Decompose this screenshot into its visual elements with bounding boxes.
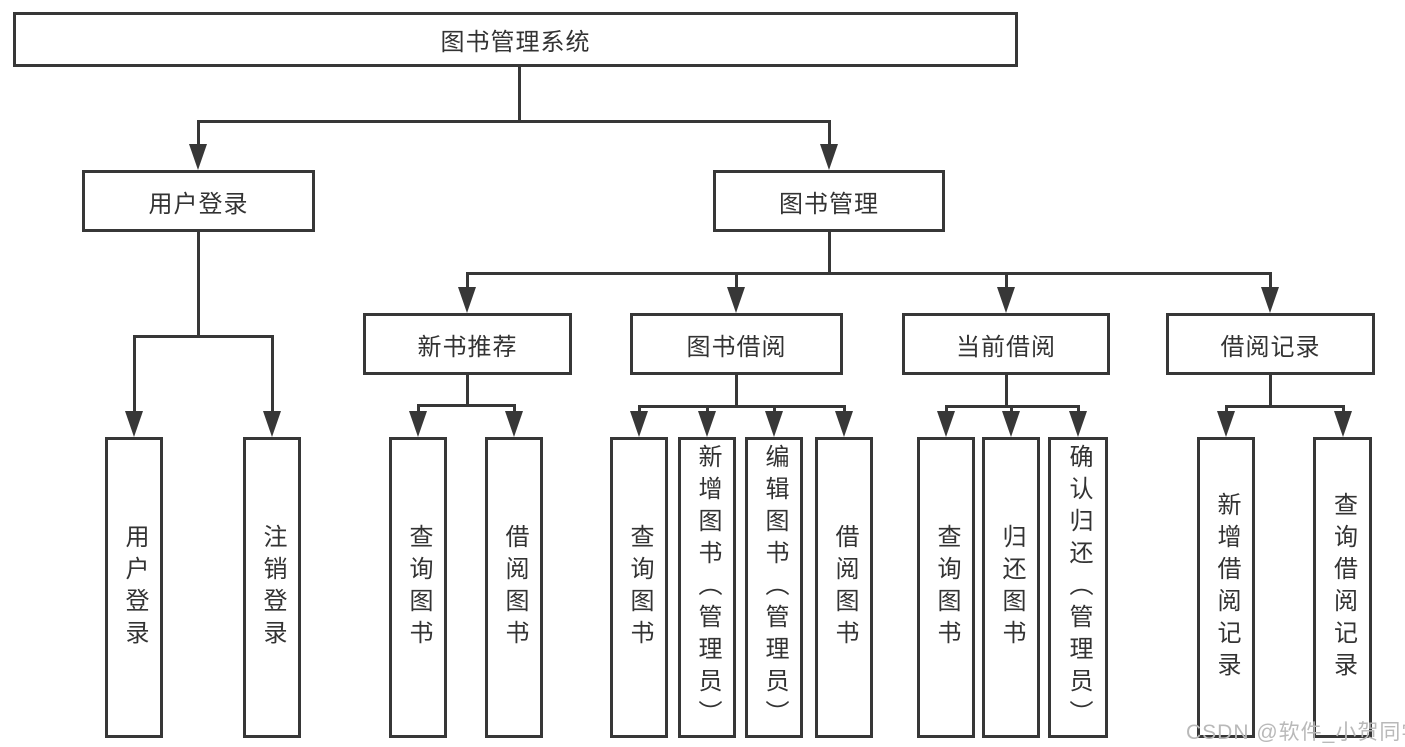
leaf-borrow-books-label: 借阅图书 [831,523,858,652]
arrow-down-icon [727,287,745,313]
connector-line [197,120,200,148]
connector-line [945,405,948,413]
connector-line [197,232,200,335]
node-new-book-recommend: 新书推荐 [363,313,572,375]
leaf-return-book-label: 归还图书 [998,523,1025,652]
arrow-down-icon [125,411,143,437]
leaf-edit-book-admin-label: 编辑图书（管理员） [761,443,788,732]
arrow-down-icon [820,144,838,170]
arrow-down-icon [937,411,955,437]
connector-line [466,272,1272,275]
leaf-confirm-return-admin-label: 确认归还（管理员） [1065,443,1092,732]
leaf-query-borrow-record-label: 查询借阅记录 [1329,491,1357,684]
leaf-borrow-books: 借阅图书 [815,437,873,738]
node-book-management: 图书管理 [713,170,945,232]
node-borrowing-records-label: 借阅记录 [1220,333,1321,361]
leaf-query-books-recommend: 查询图书 [389,437,447,738]
node-root: 图书管理系统 [13,12,1018,67]
arrow-down-icon [835,411,853,437]
connector-line [466,272,469,289]
connector-line [828,120,831,148]
connector-line [513,404,516,413]
connector-line [773,405,776,413]
arrow-down-icon [409,411,427,437]
connector-line [638,405,641,413]
connector-line [638,405,846,408]
leaf-user-login: 用户登录 [105,437,163,738]
connector-line [1225,405,1228,413]
connector-line [466,375,469,404]
node-user-login: 用户登录 [82,170,315,232]
node-current-borrowing-label: 当前借阅 [956,333,1056,361]
leaf-return-book: 归还图书 [982,437,1040,738]
leaf-edit-book-admin: 编辑图书（管理员） [745,437,803,738]
connector-line [735,375,738,405]
arrow-down-icon [1069,411,1087,437]
connector-line [1005,272,1008,289]
connector-line [133,335,136,413]
leaf-add-book-admin: 新增图书（管理员） [678,437,736,738]
leaf-query-books-current-label: 查询图书 [933,523,960,652]
connector-line [197,120,831,123]
arrow-down-icon [997,287,1015,313]
leaf-borrow-books-recommend: 借阅图书 [485,437,543,738]
node-borrowing-records: 借阅记录 [1166,313,1375,375]
connector-line [417,404,516,407]
arrow-down-icon [505,411,523,437]
connector-line [1269,375,1272,405]
arrow-down-icon [698,411,716,437]
leaf-borrow-books-recommend-label: 借阅图书 [501,523,528,652]
leaf-query-books-borrowing-label: 查询图书 [626,523,653,652]
connector-line [828,232,831,272]
arrow-down-icon [1002,411,1020,437]
node-user-login-label: 用户登录 [148,190,249,218]
arrow-down-icon [189,144,207,170]
leaf-logout: 注销登录 [243,437,301,738]
arrow-down-icon [263,411,281,437]
leaf-add-book-admin-label: 新增图书（管理员） [694,443,721,732]
leaf-query-books-borrowing: 查询图书 [610,437,668,738]
connector-line [1010,405,1013,413]
connector-line [1005,375,1008,405]
connector-line [271,335,274,413]
connector-line [1077,405,1080,413]
arrow-down-icon [1261,287,1279,313]
connector-line [706,405,709,413]
arrow-down-icon [765,411,783,437]
leaf-query-borrow-record: 查询借阅记录 [1313,437,1372,738]
node-book-borrowing-label: 图书借阅 [686,333,787,361]
connector-line [1269,272,1272,289]
connector-line [518,67,521,120]
leaf-user-login-label: 用户登录 [121,523,148,652]
node-root-label: 图书管理系统 [440,29,591,56]
leaf-query-books-recommend-label: 查询图书 [405,523,432,652]
arrow-down-icon [458,287,476,313]
arrow-down-icon [630,411,648,437]
leaf-confirm-return-admin: 确认归还（管理员） [1048,437,1108,738]
node-book-borrowing: 图书借阅 [630,313,843,375]
watermark: CSDN @软件_小贺同学 [1186,721,1405,744]
node-new-book-recommend-label: 新书推荐 [417,333,518,361]
leaf-add-borrow-record-label: 新增借阅记录 [1213,491,1240,684]
leaf-query-books-current: 查询图书 [917,437,975,738]
arrow-down-icon [1334,411,1352,437]
connector-line [1225,405,1345,408]
connector-line [1342,405,1345,413]
connector-line [133,335,274,338]
connector-line [735,272,738,289]
arrow-down-icon [1217,411,1235,437]
node-current-borrowing: 当前借阅 [902,313,1110,375]
connector-line [843,405,846,413]
leaf-add-borrow-record: 新增借阅记录 [1197,437,1255,738]
node-book-management-label: 图书管理 [779,190,879,218]
leaf-logout-label: 注销登录 [259,523,286,652]
connector-line [417,404,420,413]
